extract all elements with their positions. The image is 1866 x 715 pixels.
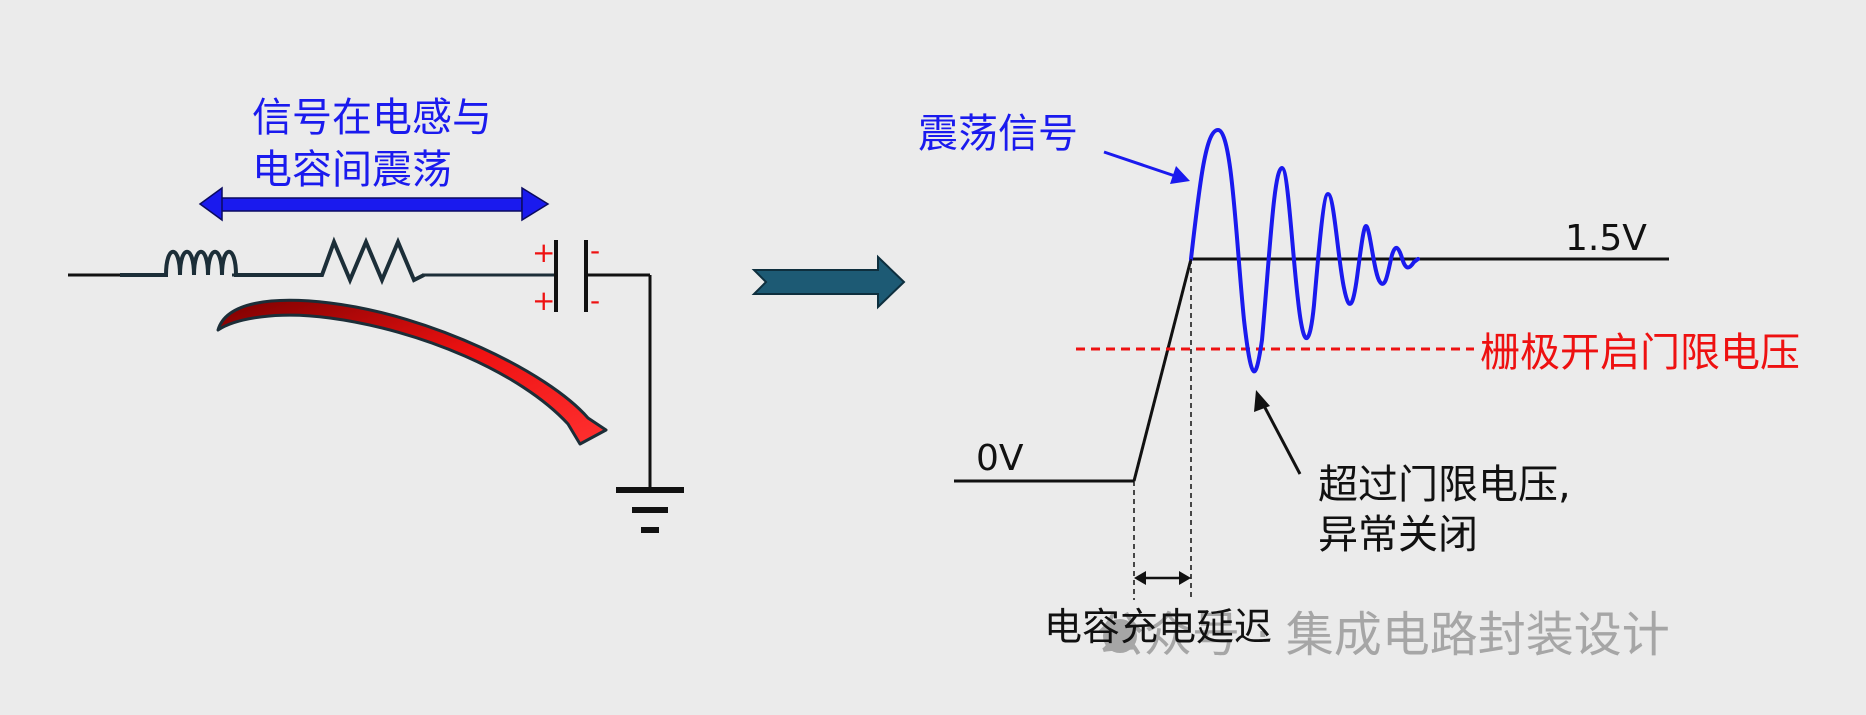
low-level-label: 0V bbox=[976, 438, 1024, 479]
cap-minus-bottom: - bbox=[590, 284, 600, 317]
abnormal-note-line2: 异常关闭 bbox=[1318, 512, 1478, 558]
oscillation-label-line1: 信号在电感与 bbox=[252, 95, 492, 141]
threshold-label: 栅极开启门限电压 bbox=[1480, 330, 1800, 376]
ground-icon bbox=[616, 487, 684, 533]
oscillation-signal-label: 震荡信号 bbox=[918, 111, 1078, 157]
discharge-curve-arrow bbox=[216, 298, 608, 446]
inductor-symbol bbox=[120, 250, 282, 277]
rising-edge bbox=[1132, 258, 1193, 482]
abnormal-pointer-arrow bbox=[1254, 390, 1302, 475]
watermark-text: 公众号 · 集成电路封装设计 bbox=[1096, 607, 1670, 663]
cap-minus-top: - bbox=[590, 234, 600, 267]
oscillation-signal bbox=[1189, 127, 1420, 374]
waveform: 震荡信号 1.5V 0V 栅极开启门限电压 超过门限电压, 异常关闭 bbox=[918, 111, 1800, 600]
high-level-label: 1.5V bbox=[1565, 218, 1647, 259]
watermark-logo-icon bbox=[1103, 619, 1137, 653]
delay-label: 电容充电延迟 bbox=[1044, 605, 1272, 649]
transition-arrow bbox=[751, 254, 906, 310]
oscillation-double-arrow bbox=[198, 186, 550, 222]
oscillation-pointer-arrow bbox=[1103, 150, 1190, 184]
oscillation-label-line2: 电容间震荡 bbox=[252, 147, 452, 193]
cap-plus-top: + bbox=[532, 236, 555, 269]
circuit: + - + - 信号在电感与 电容间震荡 bbox=[68, 95, 684, 533]
resistor-symbol bbox=[282, 236, 425, 286]
cap-plus-bottom: + bbox=[532, 284, 555, 317]
delay-double-arrow bbox=[1134, 571, 1191, 585]
abnormal-note-line1: 超过门限电压, bbox=[1318, 462, 1571, 508]
